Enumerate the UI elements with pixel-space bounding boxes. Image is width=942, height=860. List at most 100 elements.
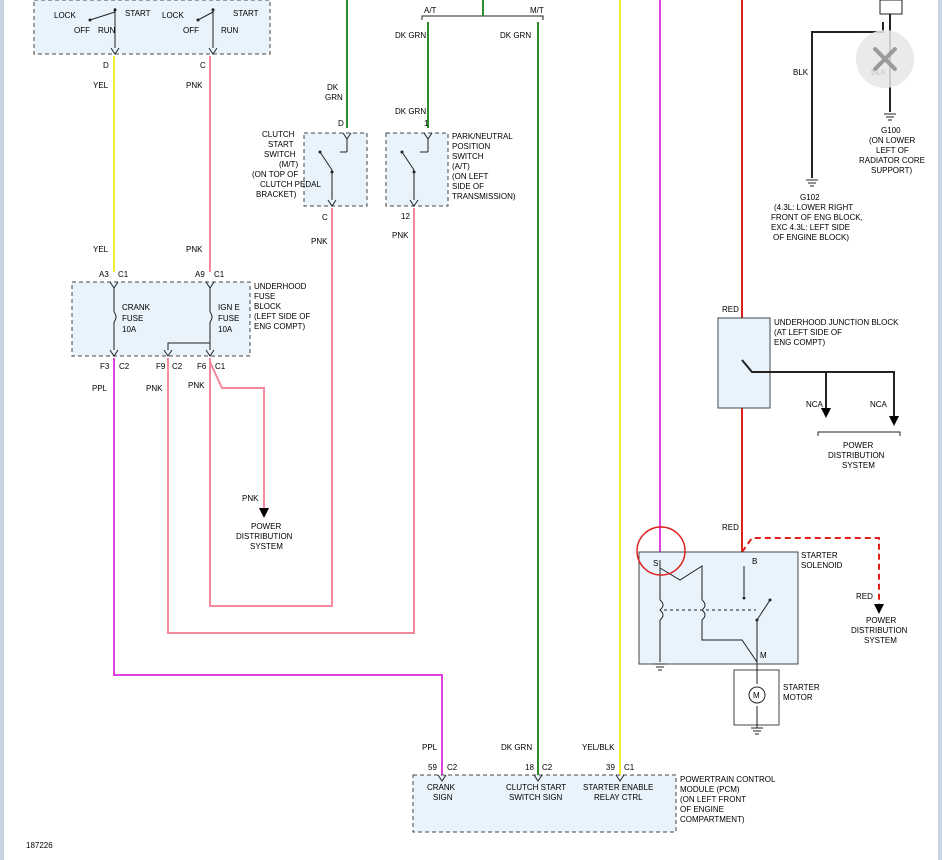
wire-label-nca-2: NCA [870, 400, 888, 409]
fuse-conn-c2-a: C2 [119, 362, 130, 371]
fuse-pin-f9: F9 [156, 362, 166, 371]
pds-left-label-3: SYSTEM [250, 542, 283, 551]
fuse-pin-a3: A3 [99, 270, 109, 279]
pcm-label-2: MODULE (PCM) [680, 785, 740, 794]
wire-label-yelblk: YEL/BLK [582, 743, 615, 752]
pn-label-3: SWITCH [452, 152, 484, 161]
clutch-label-3: SWITCH [264, 150, 296, 159]
pn-pin-12: 12 [401, 212, 410, 221]
ignition-off-label-2: OFF [183, 26, 199, 35]
ignition-run-label-2: RUN [221, 26, 239, 35]
ground-connector [879, 0, 903, 15]
clutch-pin-c: C [322, 213, 328, 222]
junction-label-3: ENG COMPT) [774, 338, 825, 347]
clutch-label-1: CLUTCH [262, 130, 295, 139]
pcm-pin-39: 39 [606, 763, 615, 772]
pcm-relay-label-1: STARTER ENABLE [583, 783, 653, 792]
clutch-label-4: (M/T) [279, 160, 298, 169]
ignition-off-label-1: OFF [74, 26, 90, 35]
pds-right-label-2: DISTRIBUTION [851, 626, 908, 635]
wire-label-pnk-top: PNK [186, 81, 203, 90]
wire-label-ppl-left: PPL [92, 384, 108, 393]
g100-name: G100 [881, 126, 901, 135]
solenoid-label-2: SOLENOID [801, 561, 843, 570]
motor-label-1: STARTER [783, 683, 820, 692]
pds-right-label-1: POWER [866, 616, 896, 625]
pcm-label-1: POWERTRAIN CONTROL [680, 775, 776, 784]
pds-right-label-3: SYSTEM [864, 636, 897, 645]
pn-pin-1: 1 [424, 119, 429, 128]
wire-ppl-fuse-to-pcm [113, 358, 443, 775]
wire-label-ppl-pcm: PPL [422, 743, 438, 752]
wire-label-nca-1: NCA [806, 400, 824, 409]
wire-label-pnk-pds: PNK [242, 494, 259, 503]
pcm-conn-c2-a: C2 [447, 763, 458, 772]
ign-fuse-label-1: IGN E [218, 303, 240, 312]
ignition-pin-d: D [103, 61, 109, 70]
pn-label-2: POSITION [452, 142, 490, 151]
g102-label-2: FRONT OF ENG BLOCK, [771, 213, 863, 222]
wire-label-dk: DK [327, 83, 339, 92]
wire-label-red-pds: RED [856, 592, 873, 601]
g102-name: G102 [800, 193, 820, 202]
pcm-conn-c1: C1 [624, 763, 635, 772]
close-icon[interactable] [856, 30, 914, 88]
wire-label-blk-g102: BLK [793, 68, 809, 77]
wire-label-red-top: RED [722, 305, 739, 314]
pds-junction-label-3: SYSTEM [842, 461, 875, 470]
g100-label-1: (ON LOWER [869, 136, 915, 145]
clutch-label-5: (ON TOP OF [252, 170, 298, 179]
starter-solenoid: S B M STARTER SOLENOID [638, 551, 843, 671]
g100-label-4: SUPPORT) [871, 166, 913, 175]
ignition-start-label-2: START [233, 9, 259, 18]
pn-label-7: TRANSMISSION) [452, 192, 516, 201]
clutch-label-7: BRACKET) [256, 190, 297, 199]
fuse-pin-f6: F6 [197, 362, 207, 371]
pcm-conn-c2-b: C2 [542, 763, 553, 772]
ign-fuse-label-2: FUSE [218, 314, 239, 323]
ignition-switch: LOCK START OFF RUN LOCK START OFF RUN D … [33, 0, 271, 70]
crank-fuse-label-2: FUSE [122, 314, 143, 323]
window-frame-right [938, 0, 942, 860]
junction-label-1: UNDERHOOD JUNCTION BLOCK [774, 318, 899, 327]
underhood-junction-block: UNDERHOOD JUNCTION BLOCK (AT LEFT SIDE O… [717, 317, 901, 470]
g102-label-3: EXC 4.3L: LEFT SIDE [771, 223, 850, 232]
g100-label-3: RADIATOR CORE [859, 156, 925, 165]
pcm-clutch-label-2: SWITCH SIGN [509, 793, 563, 802]
pcm-pin-59: 59 [428, 763, 437, 772]
g102-label-1: (4.3L: LOWER RIGHT [774, 203, 853, 212]
pcm-clutch-label-1: CLUTCH START [506, 783, 566, 792]
wire-label-dkgrn-pcm: DK GRN [501, 743, 532, 752]
fuse-block-label-1: UNDERHOOD [254, 282, 307, 291]
pcm-crank-label-2: SIGN [433, 793, 453, 802]
solenoid-pin-b: B [752, 557, 757, 566]
pds-left-label-2: DISTRIBUTION [236, 532, 293, 541]
pn-label-4: (A/T) [452, 162, 470, 171]
pcm-label-3: (ON LEFT FRONT [680, 795, 746, 804]
solenoid-s-highlight-circle [636, 526, 686, 576]
ignition-pin-c: C [200, 61, 206, 70]
clutch-pin-d: D [338, 119, 344, 128]
fuse-pin-a9: A9 [195, 270, 205, 279]
junction-label-2: (AT LEFT SIDE OF [774, 328, 842, 337]
fuse-conn-c1-a: C1 [118, 270, 129, 279]
wire-label-pnk-f6: PNK [188, 381, 205, 390]
pcm-label-5: COMPARTMENT) [680, 815, 745, 824]
wire-red-dashed-to-pds [741, 537, 880, 606]
wire-label-pnk-lower: PNK [186, 245, 203, 254]
pds-junction-label-1: POWER [843, 441, 873, 450]
pcm-label-4: OF ENGINE [680, 805, 724, 814]
wire-label-dkgrn-mt: DK GRN [500, 31, 531, 40]
wire-pnk-to-pds [209, 361, 265, 510]
wire-label-yel-top: YEL [93, 81, 109, 90]
crank-fuse-label-1: CRANK [122, 303, 151, 312]
solenoid-label-1: STARTER [801, 551, 838, 560]
ignition-lock-label-2: LOCK [162, 11, 184, 20]
wire-label-yel-lower: YEL [93, 245, 109, 254]
fuse-block-label-5: ENG COMPT) [254, 322, 305, 331]
crank-fuse-label-3: 10A [122, 325, 137, 334]
pcm-relay-label-2: RELAY CTRL [594, 793, 643, 802]
fuse-block-label-4: (LEFT SIDE OF [254, 312, 310, 321]
clutch-label-2: START [268, 140, 294, 149]
